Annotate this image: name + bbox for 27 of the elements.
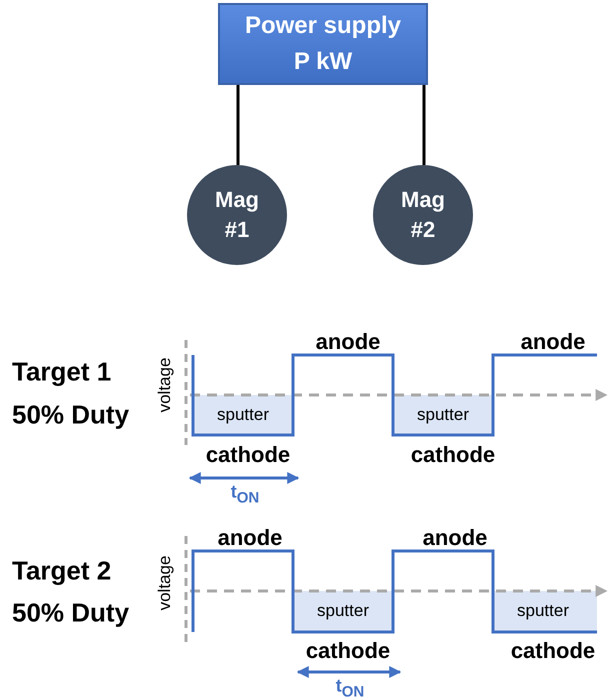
time-label: t$_{ON}$ <box>336 676 364 699</box>
target-label: Target 1 <box>12 356 112 388</box>
axis-label: voltage <box>155 358 175 412</box>
state-label: anode <box>422 525 488 551</box>
node-label: P kW <box>294 47 352 77</box>
state-label: anode <box>316 329 380 355</box>
state-label: anode <box>520 329 586 355</box>
time-label: t$_{ON}$ <box>230 482 260 506</box>
node-label: Mag #2 <box>400 186 446 244</box>
state-label: cathode <box>510 638 596 664</box>
axis-label: voltage <box>155 556 175 610</box>
node-label: Mag #1 <box>214 186 260 244</box>
power-supply-box <box>218 3 428 85</box>
region-label: sputter <box>317 601 369 621</box>
target-label: Target 2 <box>12 556 112 586</box>
state-label: cathode <box>410 442 496 468</box>
state-label: cathode <box>306 638 390 664</box>
state-label: anode <box>218 525 282 551</box>
region-label: sputter <box>217 405 269 425</box>
duty-label: 50% Duty <box>12 598 130 628</box>
region-label: sputter <box>517 601 569 621</box>
state-label: cathode <box>206 442 290 468</box>
connector-line <box>422 85 426 165</box>
connector-line <box>236 85 240 165</box>
node-label: Power supply <box>244 11 402 41</box>
region-label: sputter <box>417 405 469 425</box>
duty-label: 50% Duty <box>12 400 130 430</box>
